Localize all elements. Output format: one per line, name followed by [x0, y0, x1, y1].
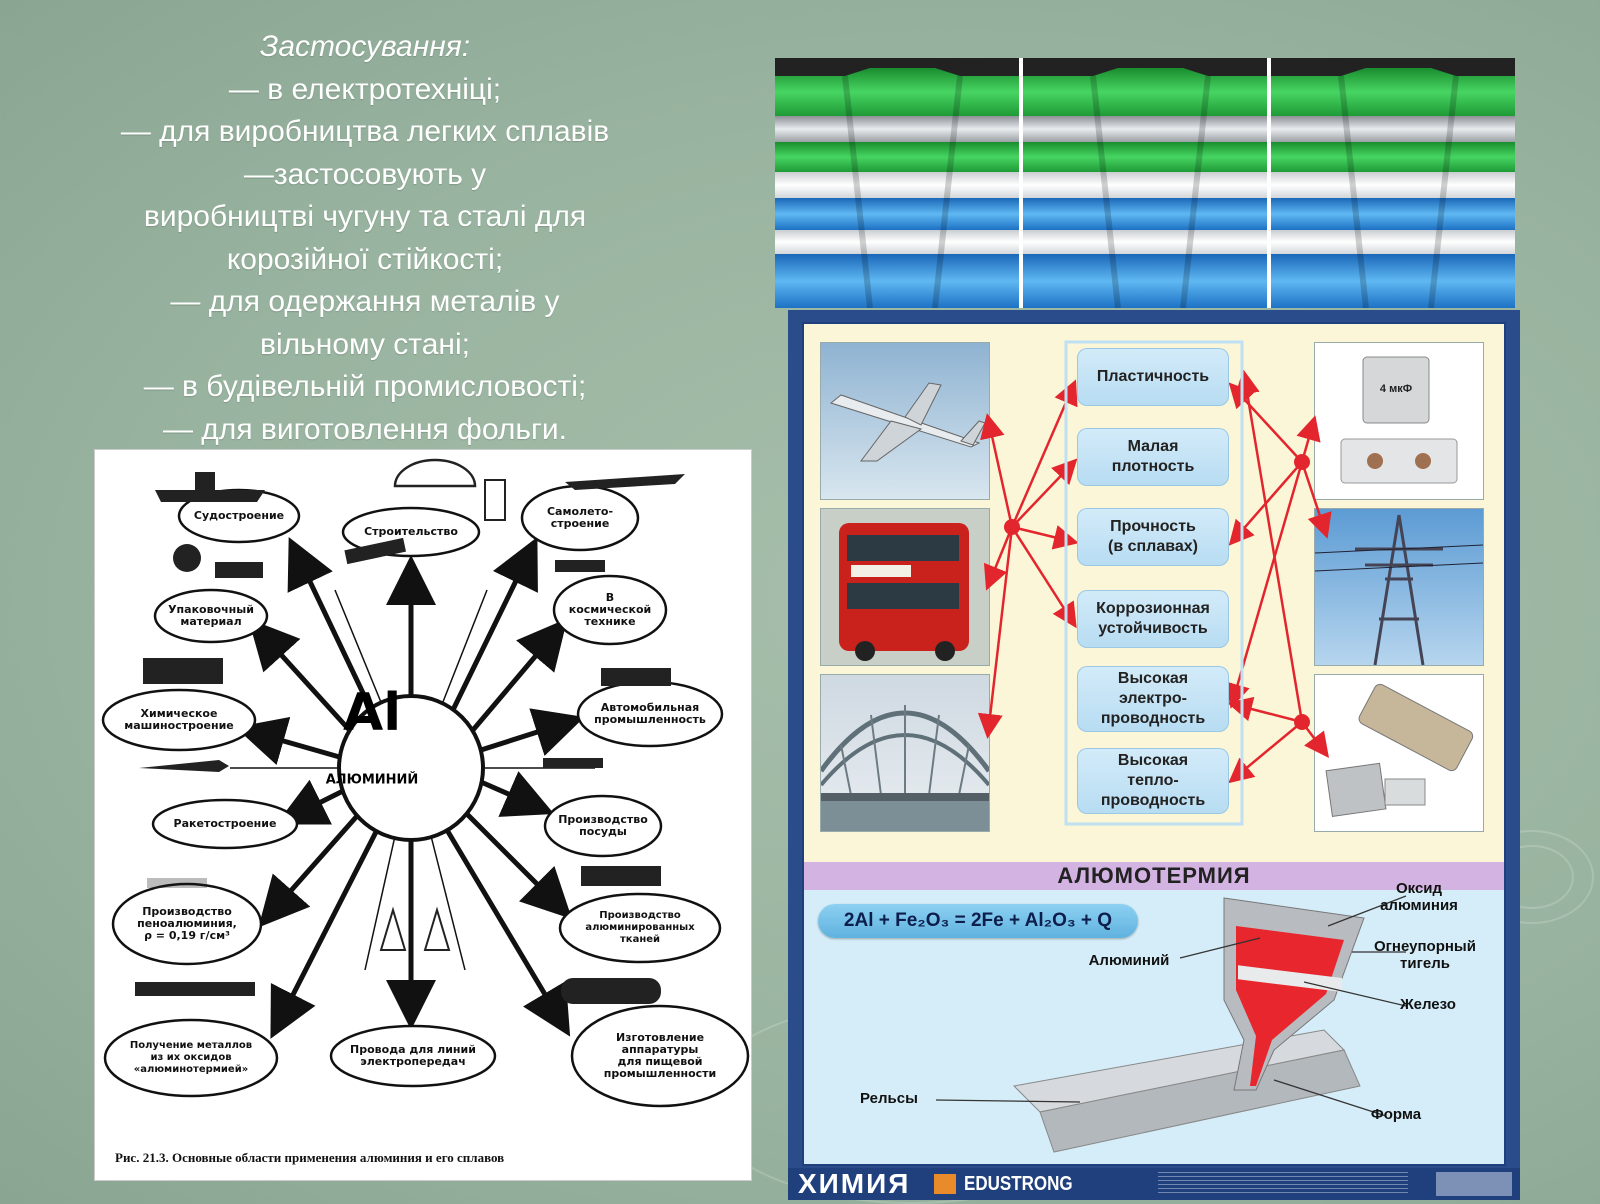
scheme-area-label: Строительство — [364, 525, 458, 538]
usage-line: вільному стані; — [260, 327, 470, 361]
poster-footer: ХИМИЯ EDUSTRONG — [788, 1168, 1520, 1200]
usage-line: — для одержання металів у — [170, 285, 560, 318]
rails-label: Рельсы — [860, 1090, 918, 1107]
form-label: Форма — [1370, 1106, 1422, 1123]
usage-heading: Застосування: — [259, 30, 471, 63]
properties-area: 4 мкФ — [804, 324, 1504, 862]
capacitor-label: 4 мкФ — [1379, 383, 1413, 395]
usage-line: корозійної стійкості; — [226, 242, 504, 276]
roofing-panel — [1271, 58, 1515, 308]
property-label: Прочность (в сплавах) — [1108, 518, 1198, 555]
aluminum-applications-scheme: Судостроение Строительство Самолето- стр… — [94, 449, 752, 1181]
scheme-caption: Рис. 21.3. Основные области применения а… — [115, 1150, 505, 1165]
aluminum-name: АЛЮМИНИЙ — [325, 772, 419, 788]
roofing-panel — [775, 58, 1019, 308]
usage-line: —застосовують у — [243, 157, 487, 191]
power-tower-photo — [1314, 508, 1484, 666]
property-arrows — [977, 340, 1332, 826]
usage-line: — для виробництва легких сплавів — [120, 115, 610, 148]
usage-text-block: Застосування: — в електротехніці; — для … — [60, 26, 670, 451]
scheme-drawing — [101, 458, 750, 1108]
scheme-area-label: Провода для линий электропередач — [350, 1043, 476, 1068]
aluminum-label: Алюминий — [1088, 952, 1170, 969]
property-box: Коррозионная устойчивость — [1077, 590, 1229, 648]
usage-line: — в будівельній промисловості; — [143, 370, 587, 403]
property-label: Высокая электро- проводность — [1100, 670, 1206, 727]
roofing-sheets-image — [775, 58, 1515, 308]
oxide-label: Оксид алюминия — [1380, 880, 1458, 914]
poster-corner-logo-icon — [1436, 1172, 1512, 1196]
usage-line: — в електротехніці; — [228, 72, 502, 106]
property-box: Пластичность — [1077, 348, 1229, 406]
roofing-panel — [1023, 58, 1267, 308]
scheme-area-label: Ракетостроение — [173, 817, 277, 830]
scheme-area-label: Автомобильная промышленность — [594, 701, 706, 726]
property-box: Высокая электро- проводность — [1077, 666, 1229, 732]
property-label: Малая плотность — [1111, 438, 1195, 475]
scheme-area-label: Судостроение — [193, 509, 285, 522]
scheme-area-label: Химическое машиностроение — [124, 707, 234, 732]
scheme-area-label: В космической технике — [568, 591, 652, 628]
scheme-area-label: Производство пеноалюминия, ρ = 0,19 г/см… — [137, 905, 237, 942]
iron-label: Железо — [1400, 996, 1456, 1013]
property-label: Пластичность — [1096, 368, 1210, 385]
publisher-logo-icon — [934, 1174, 956, 1194]
usage-line: — для виготовлення фольги. — [162, 412, 568, 446]
scheme-area-label: Изготовление аппаратуры для пищевой пром… — [603, 1031, 717, 1080]
chemistry-poster: 4 мкФ — [788, 310, 1520, 1200]
poster-fine-print — [1158, 1172, 1408, 1196]
aluminothermy-area: 2Al + Fe₂O₃ = 2Fe + Al₂O₃ + Q Окс — [804, 880, 1504, 1164]
poster-footer-title: ХИМИЯ — [798, 1168, 911, 1199]
property-box: Малая плотность — [1077, 428, 1229, 486]
scheme-area-label: Производство посуды — [558, 813, 648, 838]
usage-line: виробництві чугуну та сталі для — [143, 200, 587, 233]
aluminothermy-title: АЛЮМОТЕРМИЯ — [804, 862, 1504, 890]
property-label: Коррозионная устойчивость — [1096, 600, 1210, 637]
scheme-area-label: Получение металлов из их оксидов «алюмин… — [129, 1040, 253, 1075]
bridge-photo — [820, 674, 990, 832]
crucible-drawing — [935, 895, 1407, 1153]
capacitor-photo: 4 мкФ — [1314, 342, 1484, 500]
airplane-photo — [820, 342, 990, 500]
aluminothermy-equation: 2Al + Fe₂O₃ = 2Fe + Al₂O₃ + Q — [818, 904, 1138, 938]
scheme-area-label: Производство алюминированных тканей — [585, 910, 695, 945]
property-label: Высокая тепло- проводность — [1100, 752, 1206, 809]
scheme-area-label: Упаковочный материал — [168, 603, 254, 628]
bus-photo — [820, 508, 990, 666]
aluminum-symbol: Al — [342, 683, 402, 743]
property-box: Высокая тепло- проводность — [1077, 748, 1229, 814]
poster-border-frame — [802, 322, 1506, 1166]
foil-photo — [1314, 674, 1484, 832]
crucible-label: Огнеупорный тигель — [1374, 938, 1476, 972]
property-box: Прочность (в сплавах) — [1077, 508, 1229, 566]
poster-footer-brand: EDUSTRONG — [964, 1173, 1073, 1195]
scheme-area-label: Самолето- строение — [546, 505, 614, 530]
